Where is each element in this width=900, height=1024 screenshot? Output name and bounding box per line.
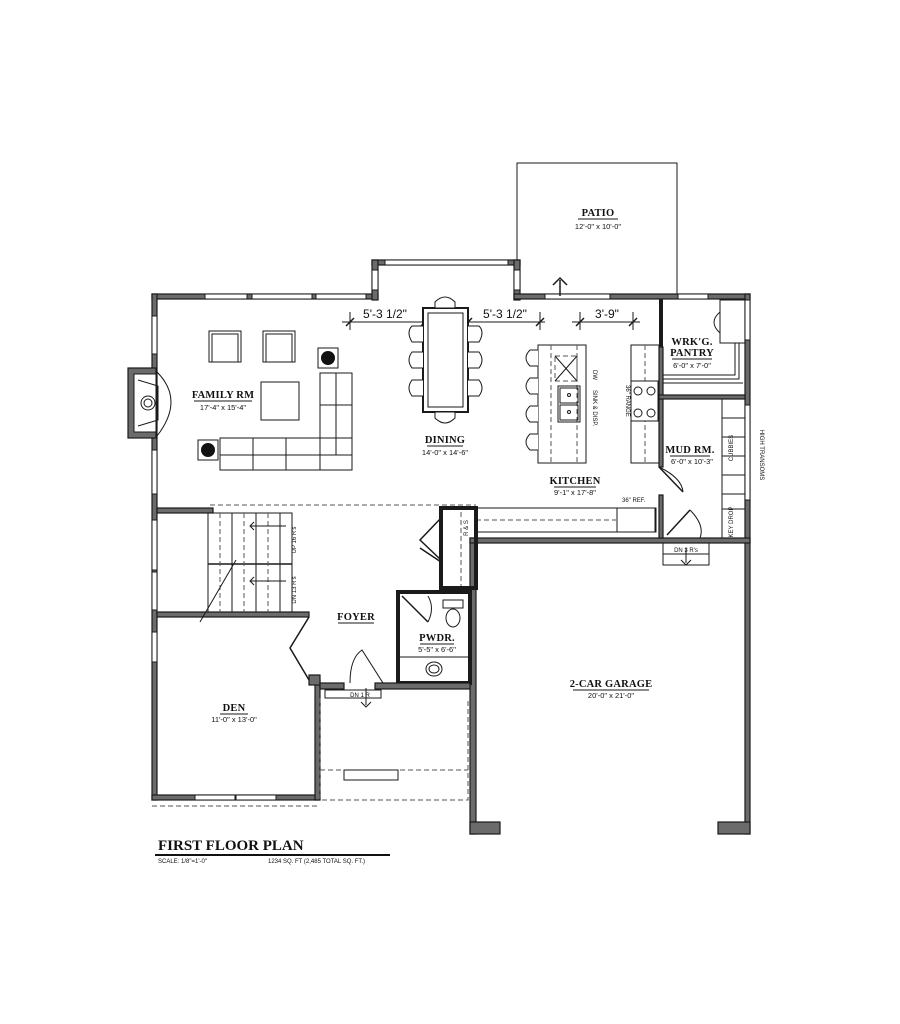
room-name-powder: PWDR. [419, 633, 455, 644]
staircase: UP 16 R's DN 13 R's [199, 512, 298, 623]
patio-door-arrow [552, 276, 568, 296]
room-name-kitchen: KITCHEN [550, 476, 601, 487]
windows [151, 259, 751, 801]
plan-area: 1234 SQ. FT (2,485 TOTAL SQ. FT.) [268, 859, 365, 865]
plan-scale: SCALE: 1/8"=1'-0" [158, 859, 207, 865]
dimension-label: 5'-3 1/2" [483, 307, 527, 321]
room-dim-kitchen: 9'-1" x 17'-8" [554, 488, 596, 497]
ref-label: 36" REF. [622, 498, 646, 504]
dimension-lines: 5'-3 1/2" 5'-3 1/2" 3'-9" [342, 307, 640, 330]
kitchen-island: DW SINK & DISP. [525, 344, 597, 464]
entry-steps-label: DN 1 R [350, 693, 370, 699]
room-labels: PATIO 12'-0" x 10'-0" FAMILY RM 17'-4" x… [192, 208, 715, 724]
room-dim-den: 11'-0" x 13'-0" [211, 715, 257, 724]
fireplace [127, 367, 172, 439]
interior-walls: CUBBIES HIGH TRANSOMS KEY DROP DN 3 R's … [152, 299, 764, 807]
rs-label: R & S [464, 520, 470, 536]
room-name-mud: MUD RM. [665, 445, 714, 456]
dimension-label: 5'-3 1/2" [363, 307, 407, 321]
room-name-pantry-1: WRK'G. [671, 337, 712, 348]
dining-chairs [408, 325, 483, 397]
bar-stools [525, 349, 538, 451]
kitchen-counters: 36" RANGE 36" REF. [475, 344, 660, 533]
family-room-furniture [197, 330, 353, 471]
stairs-up-label: UP 16 R's [292, 527, 298, 554]
room-name-den: DEN [223, 703, 246, 714]
range-label: 36" RANGE [624, 385, 630, 417]
room-name-garage: 2-CAR GARAGE [570, 679, 653, 690]
room-name-pantry-2: PANTRY [670, 348, 714, 359]
sink-label: SINK & DISP. [591, 390, 597, 427]
room-dim-pantry: 6'-0" x 7'-0" [673, 361, 711, 370]
room-dim-powder: 5'-5" x 6'-6" [418, 645, 456, 654]
dimension-label: 3'-9" [595, 307, 619, 321]
room-dim-garage: 20'-0" x 21'-0" [588, 691, 634, 700]
title-block: FIRST FLOOR PLAN SCALE: 1/8"=1'-0" 1234 … [155, 838, 390, 865]
dining-table [408, 296, 483, 424]
room-dim-mud: 6'-0" x 10'-3" [671, 457, 713, 466]
dw-label: DW [591, 370, 597, 380]
room-dim-dining: 14'-0" x 14'-6" [422, 448, 468, 457]
transoms-label: HIGH TRANSOMS [758, 430, 764, 481]
cubbies-label: CUBBIES [729, 435, 735, 461]
room-name-patio: PATIO [582, 208, 615, 219]
plan-title: FIRST FLOOR PLAN [158, 838, 304, 854]
room-name-family: FAMILY RM [192, 390, 254, 401]
room-name-dining: DINING [425, 435, 465, 446]
refrigerator [616, 507, 656, 533]
stairs-down-label: DN 13 R's [292, 576, 298, 603]
key-drop-label: KEY DROP [729, 507, 735, 538]
room-dim-patio: 12'-0" x 10'-0" [575, 222, 621, 231]
patio [516, 162, 678, 300]
room-dim-family: 17'-4" x 15'-4" [200, 403, 246, 412]
room-name-foyer: FOYER [337, 612, 375, 623]
